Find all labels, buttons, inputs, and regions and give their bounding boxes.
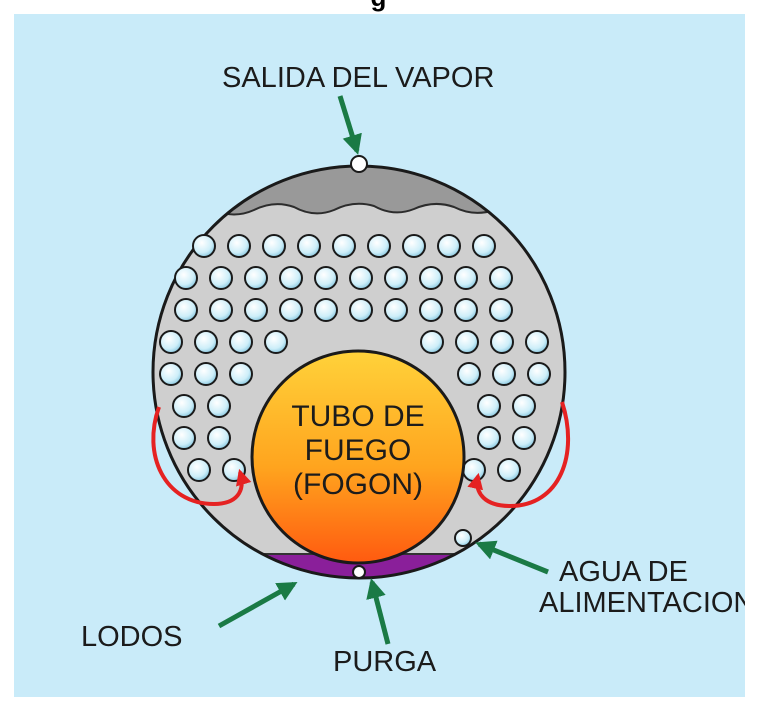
water-tube — [297, 234, 321, 258]
water-tube — [174, 298, 198, 322]
water-tube — [187, 458, 211, 482]
water-tube — [367, 234, 391, 258]
water-tube — [209, 266, 233, 290]
water-tube — [349, 298, 373, 322]
water-tube — [332, 234, 356, 258]
water-tube — [244, 266, 268, 290]
water-tube — [227, 234, 251, 258]
sludge-label: LODOS — [81, 621, 183, 653]
water-tube — [194, 330, 218, 354]
feed-water-inlet — [454, 529, 472, 547]
water-tube — [207, 394, 231, 418]
water-tube — [264, 330, 288, 354]
water-tube — [472, 234, 496, 258]
water-tube — [384, 266, 408, 290]
sludge-arrow — [217, 581, 298, 629]
water-tube — [477, 394, 501, 418]
water-tube — [419, 266, 443, 290]
water-tube — [497, 458, 521, 482]
feed-water-label-line1: AGUA DE — [559, 556, 688, 588]
water-tube — [420, 330, 444, 354]
water-tube — [492, 362, 516, 386]
diagram-panel: TUBO DE FUEGO (FOGON) SALIDA DEL VAPOR A… — [14, 14, 745, 697]
water-tube — [314, 298, 338, 322]
tube-bank — [159, 234, 551, 482]
water-tube — [159, 330, 183, 354]
water-tube — [454, 266, 478, 290]
water-tube — [262, 234, 286, 258]
water-tube — [477, 426, 501, 450]
water-tube — [454, 298, 478, 322]
purge-arrow — [366, 578, 391, 645]
water-tube — [437, 234, 461, 258]
boiler-cross-section-diagram: TUBO DE FUEGO (FOGON) SALIDA DEL VAPOR A… — [81, 62, 745, 678]
water-tube — [192, 234, 216, 258]
water-tube — [384, 298, 408, 322]
circulation-arrow-right — [467, 401, 571, 509]
feed-water-arrow — [475, 540, 549, 575]
water-tube — [279, 266, 303, 290]
water-tube — [525, 330, 549, 354]
water-tube — [512, 426, 536, 450]
steam-outlet-label: SALIDA DEL VAPOR — [222, 62, 494, 94]
water-tube — [489, 266, 513, 290]
purge-label: PURGA — [333, 646, 437, 678]
water-tube — [207, 426, 231, 450]
water-tube — [457, 362, 481, 386]
water-tube — [159, 362, 183, 386]
water-tube — [314, 266, 338, 290]
water-tube — [229, 330, 253, 354]
water-tube — [455, 330, 479, 354]
water-tube — [279, 298, 303, 322]
water-tube — [229, 362, 253, 386]
water-tube — [349, 266, 373, 290]
water-tube — [527, 362, 551, 386]
fire-tube-label-line3: (FOGON) — [293, 468, 423, 501]
fire-tube — [250, 349, 466, 565]
water-tube — [209, 298, 233, 322]
water-tube — [489, 298, 513, 322]
feed-water-label-line2: ALIMENTACION — [539, 587, 745, 619]
water-tube — [172, 426, 196, 450]
water-tube — [194, 362, 218, 386]
water-tube — [172, 394, 196, 418]
water-tube — [462, 458, 486, 482]
water-tube — [419, 298, 443, 322]
water-tube — [402, 234, 426, 258]
circulation-arrow-left — [151, 406, 252, 507]
water-tube — [490, 330, 514, 354]
steam-outlet-port — [350, 155, 368, 173]
purge-port — [352, 565, 366, 579]
water-tube — [174, 266, 198, 290]
steam-outlet-arrow — [337, 95, 362, 155]
fire-tube-label-line1: TUBO DE — [291, 400, 424, 433]
page-title: g — [0, 0, 757, 13]
fire-tube-label-line2: FUEGO — [305, 434, 412, 467]
water-tube — [512, 394, 536, 418]
water-tube — [244, 298, 268, 322]
